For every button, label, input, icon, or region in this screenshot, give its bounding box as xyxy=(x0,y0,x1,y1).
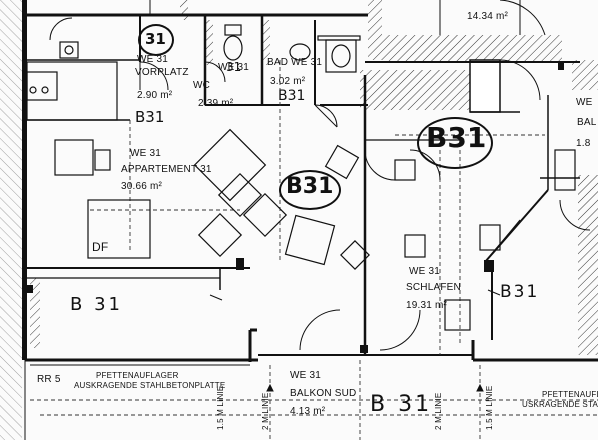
b31-mark-bad: B31 xyxy=(278,88,306,104)
right-unit: WE xyxy=(576,97,593,108)
b31-mark-bottom: B 31 xyxy=(370,392,433,417)
pfettenauflager-right: PFETTENAUFLAGER xyxy=(542,390,598,399)
dimension-marks xyxy=(209,289,501,392)
linie-15-right: 1.5 M LINIE xyxy=(485,385,494,430)
sanitary-fixtures xyxy=(223,24,361,73)
wc-unit: WE 31 xyxy=(218,62,250,73)
schlafen-name: SCHLAFEN xyxy=(406,282,461,293)
balkon-unit: WE 31 xyxy=(290,370,322,381)
schlafen-area: 19.31 m² xyxy=(406,300,448,311)
b31-mark-vorplatz: B31 xyxy=(135,108,165,126)
appartement-name: APPARTEMENT 31 xyxy=(121,164,212,175)
vorplatz-name: VORPLATZ xyxy=(135,67,189,78)
b31-mark-wc: 31 xyxy=(226,60,242,74)
appartement-unit: WE 31 xyxy=(130,148,162,159)
stahlbeton-left: AUSKRAGENDE STAHLBETONPLATTE xyxy=(74,381,226,390)
balkon-name: BALKON SUD xyxy=(290,388,357,399)
linie-15-left: 1.5 M LINIE xyxy=(216,385,225,430)
b31-circle-center xyxy=(279,170,341,210)
bad-area: 3.02 m² xyxy=(270,76,306,87)
pfettenauflager-left: PFETTENAUFLAGER xyxy=(96,371,179,380)
b31-circle-top xyxy=(138,24,174,56)
b31-mark-right-balcony: B31 xyxy=(500,282,540,302)
columns xyxy=(27,62,564,353)
b31-mark-schlafen: B31 xyxy=(426,121,487,154)
bad-name: BAD WE 31 xyxy=(267,57,323,68)
linie-2-right: 2 M LINIE xyxy=(434,392,443,430)
b31-mark-left-balcony: B 31 xyxy=(70,294,123,315)
furniture xyxy=(54,128,576,331)
vorplatz-unit: WE 31 xyxy=(137,54,169,65)
appartement-area: 30.66 m² xyxy=(121,181,163,192)
stahlbeton-right: USKRAGENDE STAHLBETO xyxy=(522,400,598,409)
dashed-lines xyxy=(30,60,598,440)
df-label: DF xyxy=(92,240,109,254)
rr5-label: RR 5 xyxy=(37,374,61,385)
vorplatz-area: 2.90 m² xyxy=(137,90,173,101)
b31-circle-schlafen xyxy=(417,117,493,169)
b31-mark-top: 31 xyxy=(145,30,166,48)
wc-name: WC xyxy=(193,80,211,91)
right-area: 1.8 xyxy=(576,138,591,149)
kitchen-counter xyxy=(26,41,118,121)
wc-area: 2.39 m² xyxy=(198,98,234,109)
linie-2-left: 2 M LINIE xyxy=(261,392,270,430)
right-name: BAL xyxy=(577,117,597,128)
balkon-area: 4.13 m² xyxy=(290,406,326,417)
wohnen-area: 14.34 m² xyxy=(467,11,509,22)
b31-mark-center: B31 xyxy=(286,174,334,199)
schlafen-unit: WE 31 xyxy=(409,266,441,277)
